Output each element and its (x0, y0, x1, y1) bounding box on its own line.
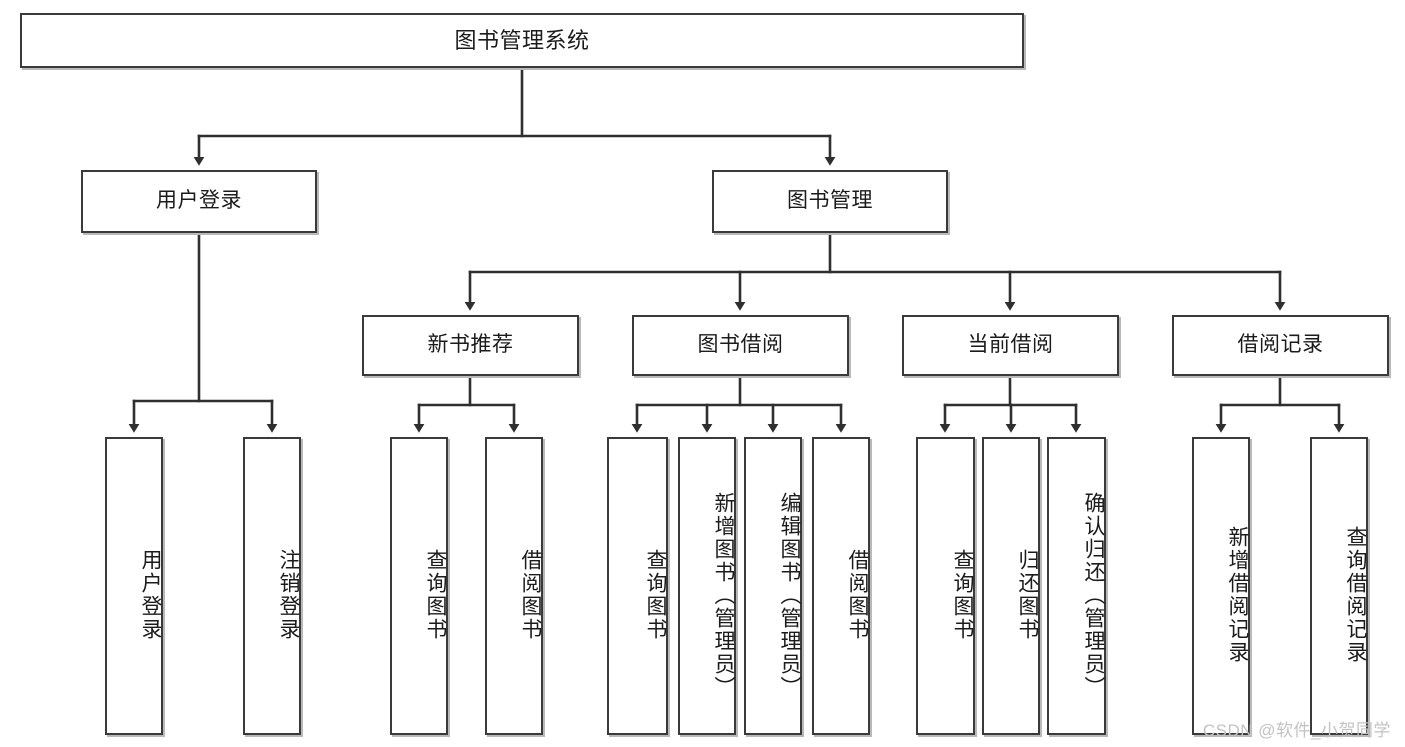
watermark-text: CSDN @软件_小贺同学 (1202, 721, 1391, 740)
node-leaf-add-book-label: 新增图书（管理员） (712, 491, 735, 699)
node-borrow-record-label: 借阅记录 (1237, 333, 1324, 357)
node-leaf-borrow-book-2[interactable]: 借阅图书 (812, 437, 870, 735)
node-leaf-user-logout[interactable]: 注销登录 (243, 437, 301, 735)
node-leaf-add-book[interactable]: 新增图书（管理员） (678, 437, 736, 735)
node-leaf-borrow-book-1[interactable]: 借阅图书 (485, 437, 543, 735)
node-new-book-rec[interactable]: 新书推荐 (362, 315, 579, 376)
node-leaf-add-record[interactable]: 新增借阅记录 (1192, 437, 1250, 735)
node-book-manage[interactable]: 图书管理 (712, 170, 948, 233)
node-current-borrow-label: 当前借阅 (967, 333, 1054, 357)
node-leaf-query-record[interactable]: 查询借阅记录 (1310, 437, 1368, 735)
node-leaf-query-book-3-label: 查询图书 (951, 549, 974, 641)
node-user-login-label: 用户登录 (156, 189, 242, 213)
node-new-book-rec-label: 新书推荐 (427, 333, 514, 357)
node-leaf-query-book-3[interactable]: 查询图书 (916, 437, 975, 735)
node-leaf-return-book-label: 归还图书 (1016, 549, 1039, 641)
node-leaf-borrow-book-1-label: 借阅图书 (519, 549, 542, 641)
node-leaf-query-book-1-label: 查询图书 (424, 549, 447, 641)
node-leaf-edit-book-label: 编辑图书（管理员） (778, 491, 801, 699)
node-borrow-record[interactable]: 借阅记录 (1172, 315, 1389, 376)
node-book-borrow[interactable]: 图书借阅 (632, 315, 849, 376)
node-leaf-query-book-2[interactable]: 查询图书 (607, 437, 668, 735)
node-leaf-query-record-label: 查询借阅记录 (1344, 526, 1367, 664)
node-book-borrow-label: 图书借阅 (697, 333, 784, 357)
node-root-label: 图书管理系统 (454, 27, 590, 53)
node-user-login[interactable]: 用户登录 (81, 170, 317, 233)
node-leaf-user-login-label: 用户登录 (139, 549, 162, 641)
node-leaf-add-record-label: 新增借阅记录 (1226, 526, 1249, 664)
node-leaf-confirm-return-label: 确认归还（管理员） (1082, 491, 1105, 699)
node-leaf-query-book-1[interactable]: 查询图书 (390, 437, 448, 735)
node-book-manage-label: 图书管理 (787, 189, 873, 213)
node-leaf-confirm-return[interactable]: 确认归还（管理员） (1047, 437, 1106, 735)
node-leaf-return-book[interactable]: 归还图书 (982, 437, 1040, 735)
node-leaf-user-logout-label: 注销登录 (277, 549, 300, 641)
node-leaf-query-book-2-label: 查询图书 (644, 549, 667, 641)
node-leaf-borrow-book-2-label: 借阅图书 (846, 549, 869, 641)
node-leaf-user-login[interactable]: 用户登录 (105, 437, 163, 735)
node-current-borrow[interactable]: 当前借阅 (902, 315, 1119, 376)
node-leaf-edit-book[interactable]: 编辑图书（管理员） (744, 437, 802, 735)
node-root[interactable]: 图书管理系统 (20, 13, 1024, 68)
